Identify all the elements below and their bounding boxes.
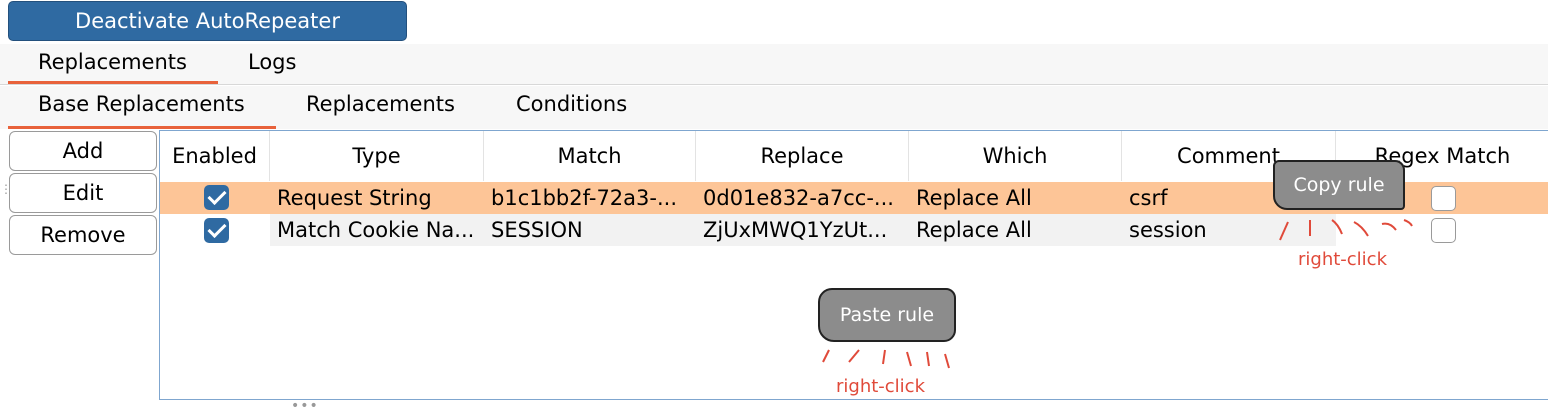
tab-sub-replacements[interactable]: Replacements — [306, 92, 455, 116]
column-header-which[interactable]: Which — [909, 131, 1122, 181]
which-cell: Replace All — [916, 186, 1032, 210]
splitter-handle[interactable]: ⋮ — [0, 182, 13, 196]
type-cell: Match Cookie Na... — [270, 214, 484, 246]
column-header-comment[interactable]: Comment — [1122, 131, 1336, 181]
table-row[interactable]: Match Cookie Na... SESSION ZjUxMWQ1YzUt.… — [160, 214, 1548, 246]
column-header-enabled[interactable]: Enabled — [160, 131, 270, 181]
edit-button[interactable]: Edit — [9, 173, 157, 213]
match-cell: SESSION — [484, 214, 696, 246]
enabled-checkbox[interactable] — [204, 185, 229, 210]
regex-match-checkbox[interactable] — [1431, 218, 1456, 243]
enabled-checkbox[interactable] — [204, 218, 229, 243]
paste-rule-hint: right-click — [836, 376, 926, 397]
right-click-marks-icon — [822, 349, 950, 369]
replace-cell: 0d01e832-a7cc-... — [703, 186, 894, 210]
deactivate-autorepeater-button[interactable]: Deactivate AutoRepeater — [8, 1, 407, 41]
tab-base-replacements[interactable]: Base Replacements — [38, 92, 245, 116]
tab-logs[interactable]: Logs — [248, 50, 297, 74]
paste-rule-context-menu[interactable]: Paste rule — [818, 288, 956, 342]
copy-rule-hint: right-click — [1298, 249, 1388, 270]
type-cell: Request String — [277, 186, 432, 210]
comment-cell: session — [1122, 214, 1336, 246]
tab-base-replacements-indicator — [8, 126, 276, 129]
tab-conditions[interactable]: Conditions — [516, 92, 628, 116]
column-header-replace[interactable]: Replace — [696, 131, 909, 181]
tab-replacements-indicator — [8, 81, 218, 84]
sub-tab-bar: Base Replacements Replacements Condition… — [0, 86, 1548, 129]
main-tab-bar: Replacements Logs — [0, 44, 1548, 85]
replace-cell: ZjUxMWQ1YzUt... — [696, 214, 909, 246]
column-header-type[interactable]: Type — [270, 131, 484, 181]
which-cell: Replace All — [909, 214, 1122, 246]
add-button[interactable]: Add — [9, 131, 157, 171]
copy-rule-context-menu[interactable]: Copy rule — [1273, 160, 1405, 210]
tab-replacements[interactable]: Replacements — [38, 50, 187, 74]
column-header-match[interactable]: Match — [484, 131, 696, 181]
remove-button[interactable]: Remove — [9, 215, 157, 255]
comment-cell: csrf — [1129, 186, 1168, 210]
regex-match-checkbox[interactable] — [1431, 186, 1456, 211]
right-click-marks-icon — [1279, 219, 1413, 241]
resize-handle[interactable]: ••• — [291, 398, 319, 414]
match-cell: b1c1bb2f-72a3-... — [491, 186, 677, 210]
